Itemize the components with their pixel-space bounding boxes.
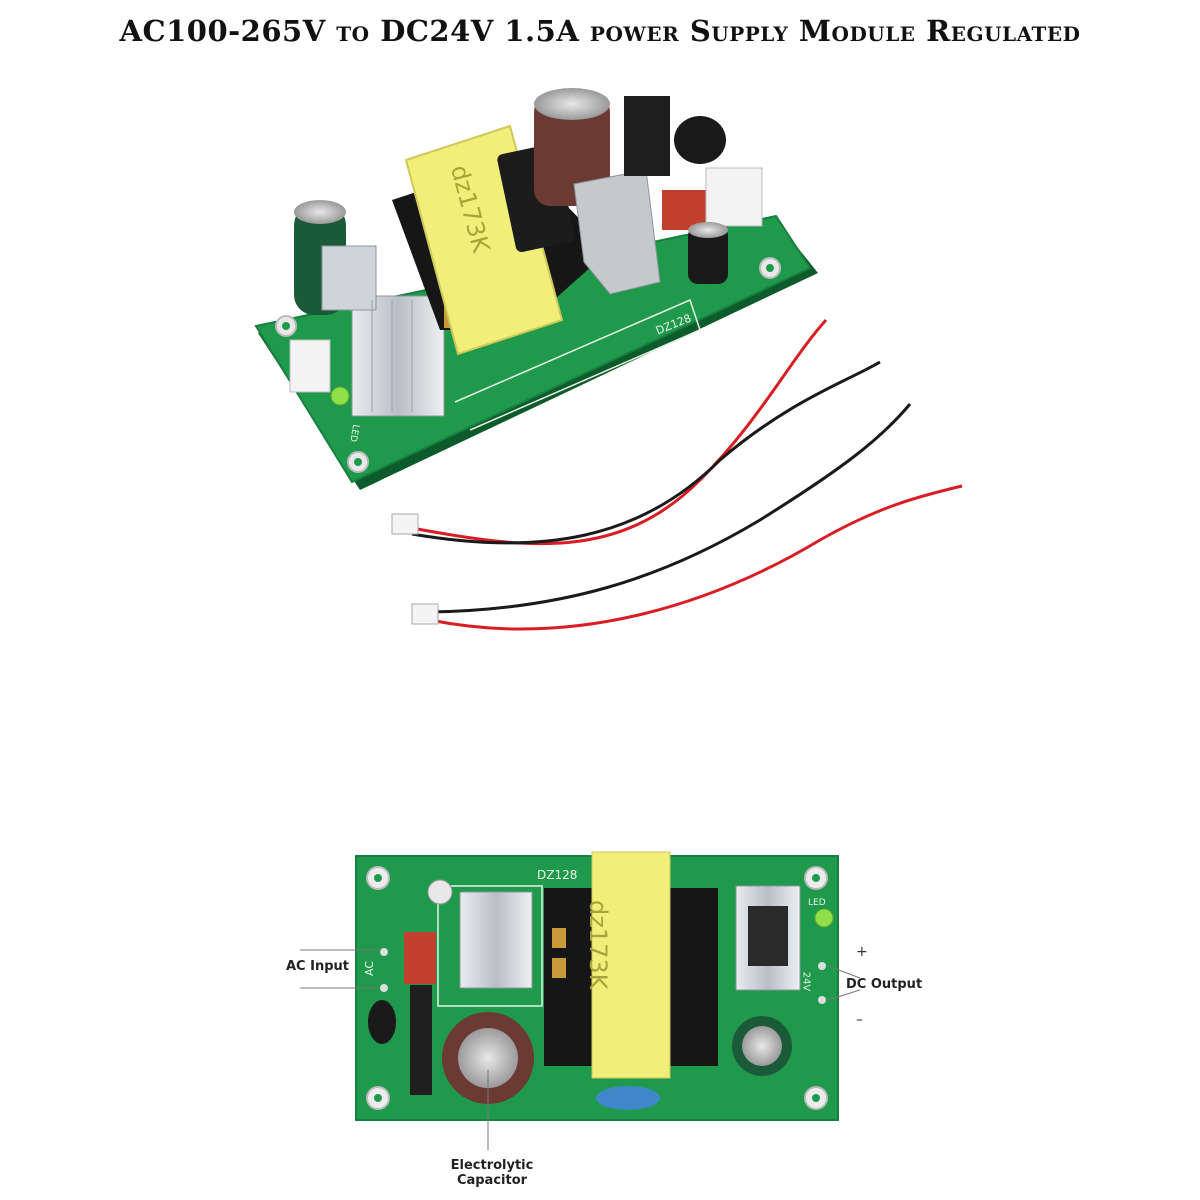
bottom-heatsink-tab xyxy=(459,891,533,989)
bottom-model-silkscreen: DZ128 xyxy=(537,868,578,882)
wire-black-2 xyxy=(429,403,912,614)
dc-plus-symbol: + xyxy=(856,944,868,960)
top-electrolytic-capacitor xyxy=(534,96,610,206)
wire-red-2 xyxy=(429,484,963,631)
bottom-transformer xyxy=(591,851,671,1079)
dc-minus-symbol: – xyxy=(856,1012,863,1028)
dc-output-label: DC Output xyxy=(846,977,923,992)
electrolytic-label-line2: Capacitor xyxy=(456,1173,528,1188)
electrolytic-label-line1: Electrolytic xyxy=(450,1158,534,1173)
bottom-led xyxy=(814,908,834,928)
bottom-ac-silkscreen: AC xyxy=(363,960,377,977)
ac-input-label: AC Input xyxy=(286,959,349,974)
bottom-led-silkscreen: LED xyxy=(808,898,826,908)
bottom-fuse xyxy=(404,932,436,984)
page-title: AC100-265V to DC24V 1.5A power Supply Mo… xyxy=(119,14,1081,48)
electrolytic-capacitor-label: Electrolytic Capacitor xyxy=(440,1158,544,1188)
connector-plug-1 xyxy=(391,513,419,535)
bottom-transformer-marking: dz173K xyxy=(584,900,612,990)
top-led xyxy=(330,386,350,406)
top-pcb-module xyxy=(254,88,818,490)
wire-black-1 xyxy=(411,360,881,545)
connector-plug-2 xyxy=(411,603,439,625)
top-heatsink xyxy=(351,295,445,417)
connector-cables xyxy=(391,318,963,631)
bottom-voltage-silkscreen: 24V xyxy=(800,971,812,992)
bottom-pcb-module xyxy=(300,851,861,1150)
